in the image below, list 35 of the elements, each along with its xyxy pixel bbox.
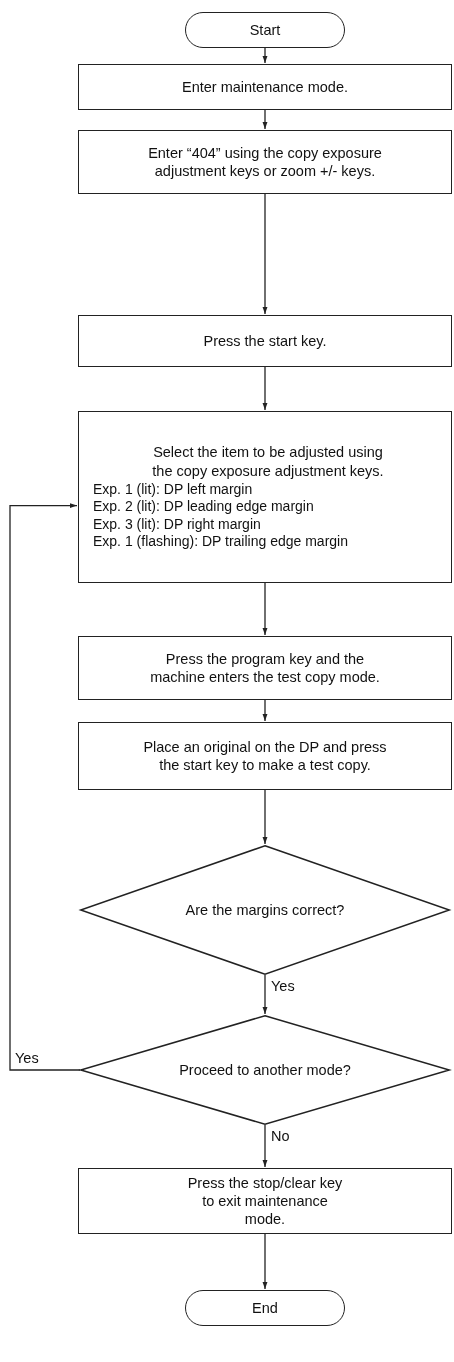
option-text: Exp. 2 (lit): DP leading edge margin — [93, 498, 314, 516]
step-text: Press the program key and the machine enters the test copy mode. — [149, 649, 381, 687]
process-box — [78, 722, 452, 790]
step-text: Enter “404” using the copy exposure adjustment keys or zoom +/- keys. — [147, 143, 383, 181]
arrow — [9, 503, 81, 1071]
step-text: Start — [249, 20, 281, 40]
process-box — [78, 130, 452, 194]
terminal-box — [185, 12, 345, 48]
arrow — [262, 193, 268, 315]
arrow — [262, 974, 268, 1015]
process-box — [78, 636, 452, 700]
arrow — [262, 109, 268, 130]
step-text: Are the margins correct? — [185, 900, 345, 920]
step-text: End — [252, 1298, 278, 1318]
step-text: Place an original on the DP and press the start key to make a test copy. — [142, 737, 388, 775]
arrow — [262, 47, 268, 64]
step-text: Proceed to another mode? — [179, 1060, 351, 1080]
step-text: Press the stop/clear key to exit maintenance mode. — [186, 1173, 344, 1229]
process-box — [78, 64, 452, 110]
option-text: Exp. 3 (lit): DP right margin — [93, 515, 261, 534]
terminal-box — [185, 1290, 345, 1326]
arrow — [262, 699, 268, 722]
arrow — [262, 582, 268, 636]
option-text: Exp. 1 (flashing): DP trailing edge margin — [93, 533, 348, 551]
process-box — [78, 411, 452, 583]
step-text: Select the item to be adjusted using the copy exposure adjustment keys. — [151, 443, 385, 480]
arrow — [262, 1233, 268, 1290]
arrow — [262, 789, 268, 845]
step-text: Press the start key. — [203, 331, 327, 351]
step-text: Enter maintenance mode. — [181, 77, 348, 97]
process-box — [78, 1168, 452, 1234]
arrow — [262, 366, 268, 411]
option-text: Exp. 1 (lit): DP left margin — [93, 480, 253, 499]
arrow — [262, 1124, 268, 1168]
process-box — [78, 315, 452, 367]
